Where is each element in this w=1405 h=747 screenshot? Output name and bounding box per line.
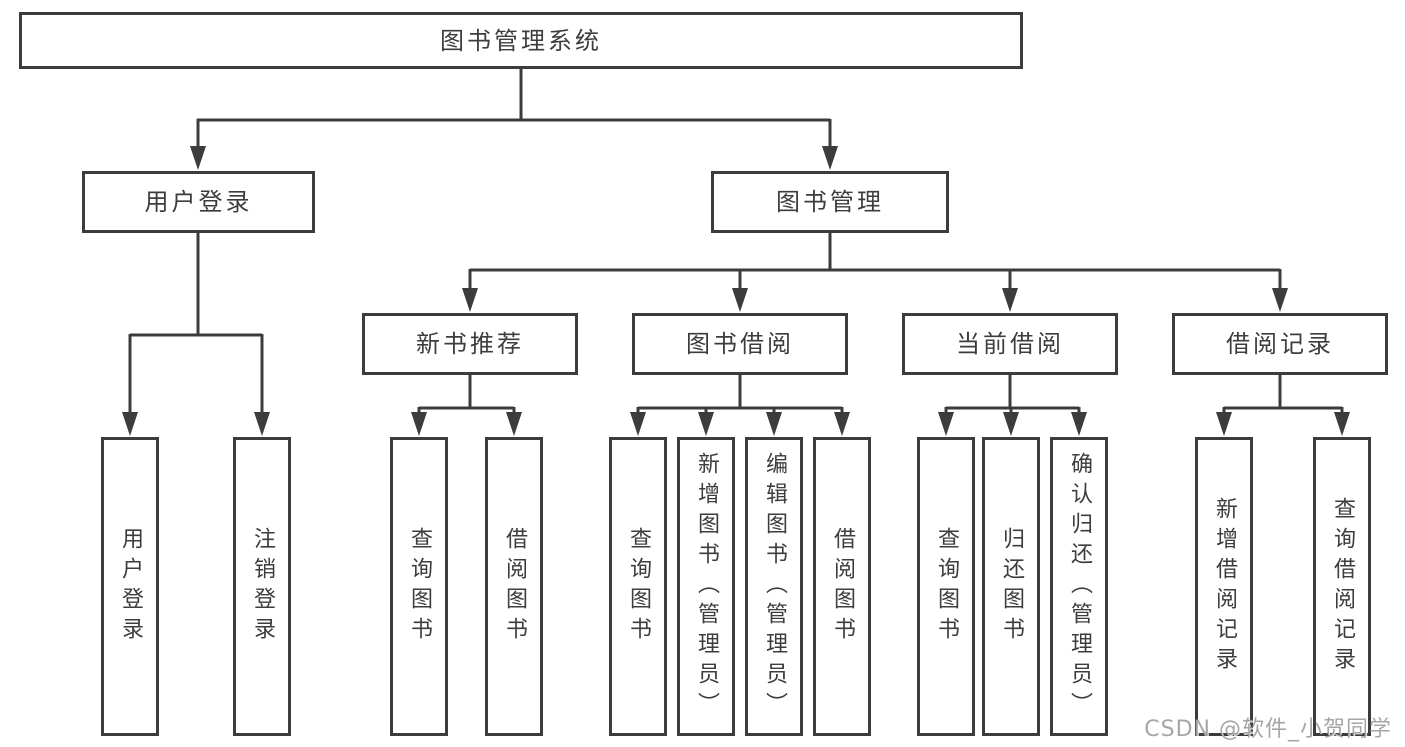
- leaf-label: 注销登录: [250, 526, 275, 647]
- leaf-add-book-admin: 新增图书（管理员）: [677, 437, 735, 736]
- node-module-book-borrow: 图书借阅: [632, 313, 848, 375]
- node-module-borrow-records: 借阅记录: [1172, 313, 1388, 375]
- module-label: 当前借阅: [956, 330, 1064, 358]
- node-book-management-label: 图书管理: [776, 188, 884, 216]
- leaf-query-books-recommend: 查询图书: [390, 437, 448, 736]
- leaf-return-book: 归还图书: [982, 437, 1040, 736]
- leaf-label: 新增图书（管理员）: [694, 451, 719, 722]
- leaf-query-books-current: 查询图书: [917, 437, 975, 736]
- leaf-borrow-books-recommend: 借阅图书: [485, 437, 543, 736]
- node-user-login-label: 用户登录: [144, 188, 253, 216]
- node-root-label: 图书管理系统: [440, 26, 602, 55]
- connector-paths: [128, 69, 1344, 416]
- node-book-management: 图书管理: [711, 171, 949, 233]
- leaf-confirm-return-admin: 确认归还（管理员）: [1050, 437, 1108, 736]
- leaf-query-borrow-record: 查询借阅记录: [1313, 437, 1371, 736]
- leaf-label: 查询借阅记录: [1330, 496, 1355, 677]
- leaf-logout: 注销登录: [233, 437, 291, 736]
- module-label: 借阅记录: [1226, 330, 1334, 358]
- leaf-user-login: 用户登录: [101, 437, 159, 736]
- node-user-login: 用户登录: [82, 171, 315, 233]
- module-label: 图书借阅: [686, 330, 794, 358]
- node-module-new-book-recommend: 新书推荐: [362, 313, 578, 375]
- leaf-query-books-borrow: 查询图书: [609, 437, 667, 736]
- leaf-edit-book-admin: 编辑图书（管理员）: [745, 437, 803, 736]
- csdn-watermark: CSDN @软件_小贺同学: [1144, 717, 1392, 742]
- arrowheads: [122, 146, 1350, 436]
- leaf-label: 编辑图书（管理员）: [762, 451, 787, 722]
- node-root-system: 图书管理系统: [19, 12, 1023, 69]
- leaf-borrow-books: 借阅图书: [813, 437, 871, 736]
- leaf-label: 查询图书: [407, 526, 432, 647]
- leaf-label: 借阅图书: [502, 526, 527, 647]
- leaf-label: 新增借阅记录: [1212, 496, 1237, 677]
- leaf-label: 借阅图书: [830, 526, 855, 647]
- leaf-label: 归还图书: [999, 526, 1024, 647]
- leaf-label: 查询图书: [626, 526, 651, 647]
- leaf-add-borrow-record: 新增借阅记录: [1195, 437, 1253, 736]
- leaf-label: 用户登录: [118, 526, 143, 647]
- leaf-label: 查询图书: [934, 526, 959, 647]
- module-label: 新书推荐: [416, 330, 524, 358]
- leaf-label: 确认归还（管理员）: [1067, 451, 1092, 722]
- node-module-current-borrow: 当前借阅: [902, 313, 1118, 375]
